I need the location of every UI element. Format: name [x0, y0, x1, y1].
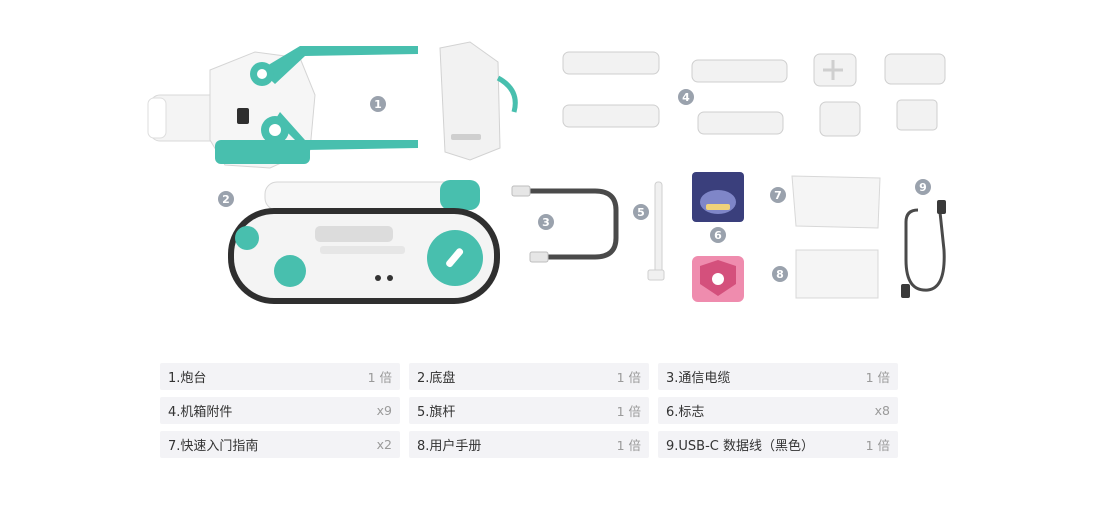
svg-text:8: 8 [776, 268, 784, 281]
callout-5: 5 [633, 204, 649, 220]
callout-4: 4 [678, 89, 694, 105]
user-manual-illustration [795, 249, 879, 299]
flag-pole-illustration [647, 181, 665, 281]
quick-start-guide-illustration [791, 175, 881, 229]
part-name: 6.标志 [666, 405, 705, 420]
part-qty: x9 [376, 403, 392, 418]
callout-7: 7 [770, 187, 786, 203]
callout-6: 6 [710, 227, 726, 243]
callout-3: 3 [538, 214, 554, 230]
callout-2: 2 [218, 191, 234, 207]
svg-text:1: 1 [374, 98, 382, 111]
callout-8: 8 [772, 266, 788, 282]
part-row: 8.用户手册 1 倍 [409, 431, 649, 458]
part-row: 7.快速入门指南 x2 [160, 431, 400, 458]
chassis-illustration [228, 180, 500, 304]
stickers-illustration [692, 172, 744, 302]
part-qty: 1 倍 [865, 370, 890, 385]
svg-text:3: 3 [542, 216, 550, 229]
part-row: 4.机箱附件 x9 [160, 397, 400, 424]
part-qty: 1 倍 [616, 370, 641, 385]
part-name: 8.用户手册 [417, 439, 482, 454]
part-row: 1.炮台 1 倍 [160, 363, 400, 390]
communication-cable-illustration [511, 185, 619, 263]
part-row: 9.USB-C 数据线（黑色） 1 倍 [658, 431, 898, 458]
part-qty: 1 倍 [865, 438, 890, 453]
part-name: 3.通信电缆 [666, 371, 731, 386]
part-name: 9.USB-C 数据线（黑色） [666, 439, 814, 454]
callout-1: 1 [370, 96, 386, 112]
part-qty: 1 倍 [367, 370, 392, 385]
svg-text:6: 6 [714, 229, 722, 242]
part-row: 6.标志 x8 [658, 397, 898, 424]
part-name: 1.炮台 [168, 371, 207, 386]
usb-c-cable-illustration [901, 200, 946, 298]
part-row: 5.旗杆 1 倍 [409, 397, 649, 424]
chassis-accessories-illustration [562, 51, 946, 137]
part-name: 5.旗杆 [417, 405, 456, 420]
part-qty: x2 [376, 437, 392, 452]
callout-9: 9 [915, 179, 931, 195]
part-qty: 1 倍 [616, 404, 641, 419]
part-row: 3.通信电缆 1 倍 [658, 363, 898, 390]
part-name: 7.快速入门指南 [168, 439, 259, 454]
turret-illustration [147, 41, 518, 169]
parts-list-table: 1.炮台 1 倍 2.底盘 1 倍 3.通信电缆 1 倍 4.机箱附件 x9 5.旗杆 1… [160, 363, 900, 458]
svg-text:7: 7 [774, 189, 782, 202]
svg-text:5: 5 [637, 206, 645, 219]
part-name: 4.机箱附件 [168, 405, 233, 420]
part-name: 2.底盘 [417, 371, 456, 386]
svg-text:9: 9 [919, 181, 927, 194]
product-parts-illustration: 1 2 3 4 5 6 7 8 9 [147, 41, 946, 304]
svg-text:2: 2 [222, 193, 230, 206]
svg-text:4: 4 [682, 91, 690, 104]
part-qty: 1 倍 [616, 438, 641, 453]
part-row: 2.底盘 1 倍 [409, 363, 649, 390]
part-qty: x8 [874, 403, 890, 418]
